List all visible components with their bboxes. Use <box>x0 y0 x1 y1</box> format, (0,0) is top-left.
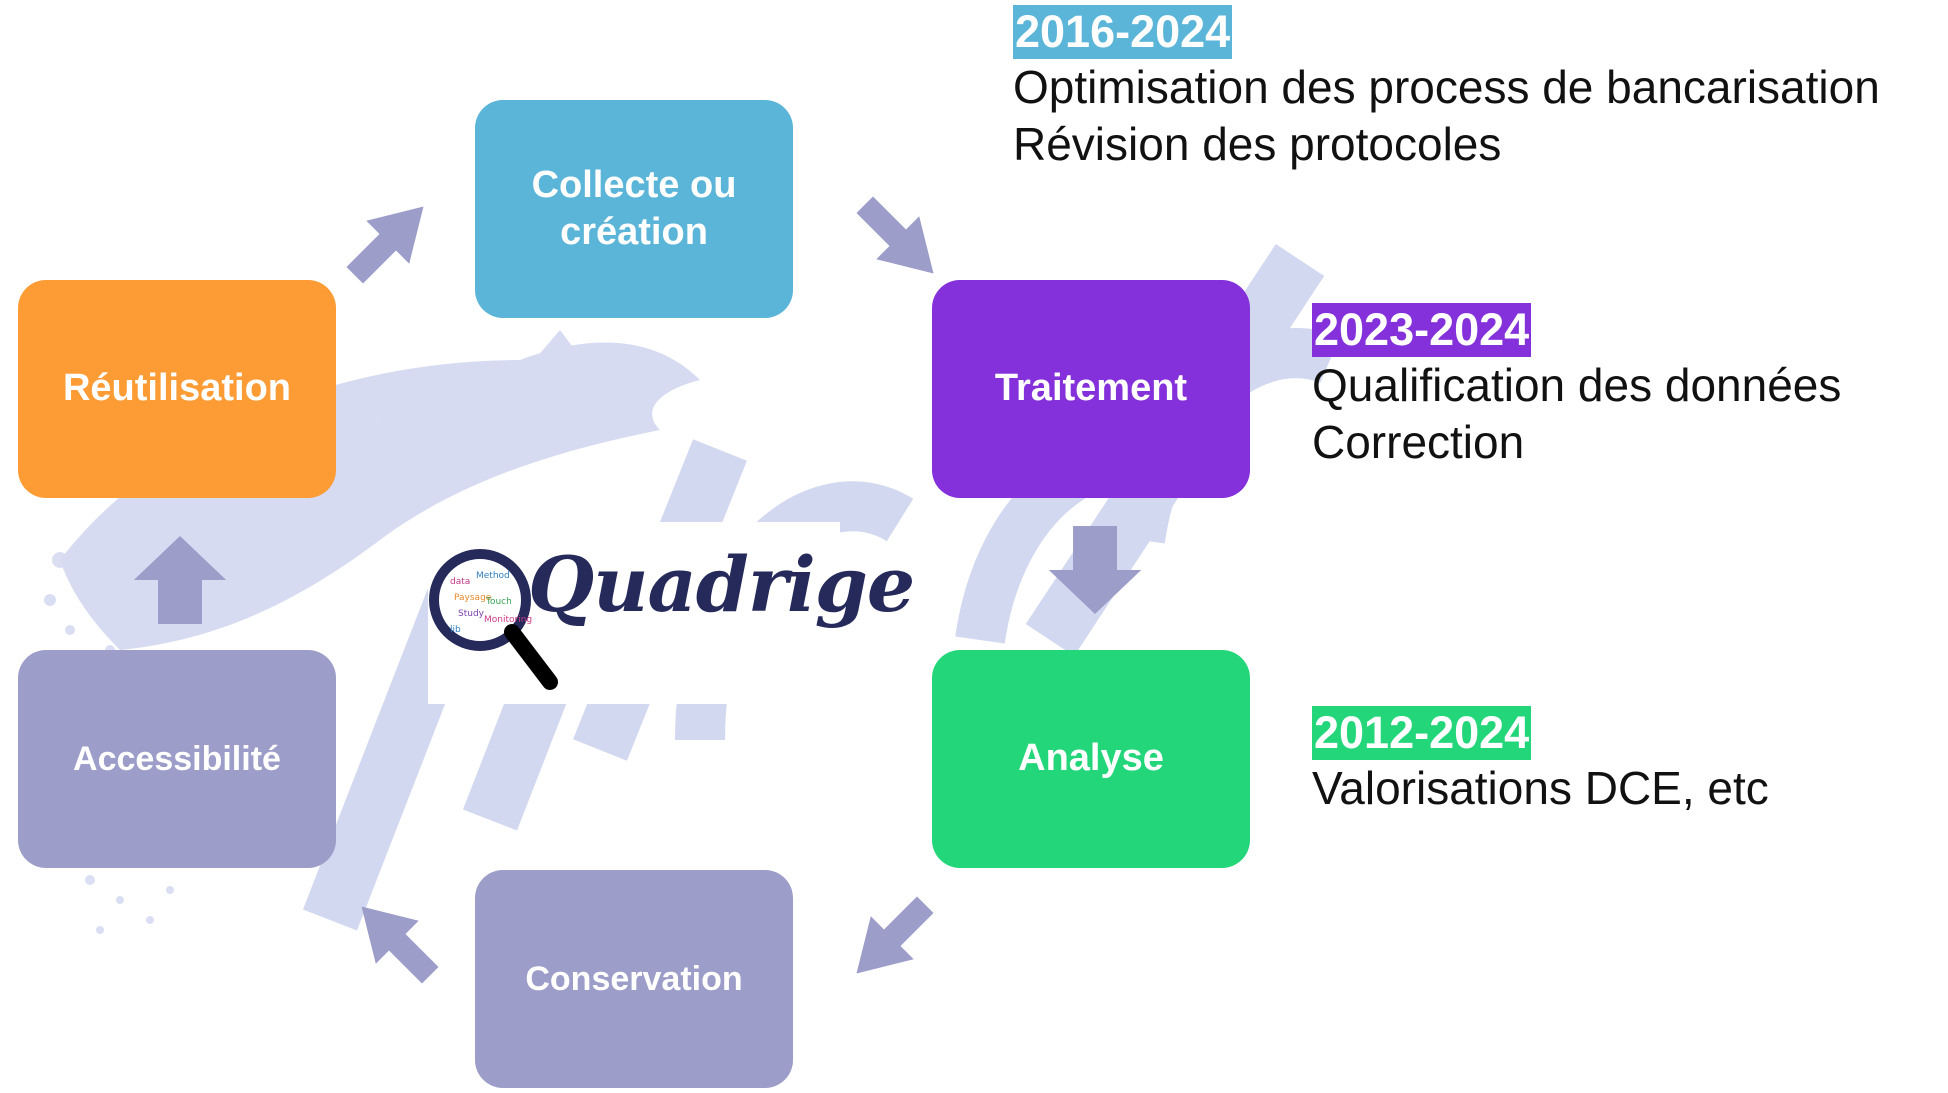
arrow-collecte-to-traitement <box>840 180 950 290</box>
logo-text: Quadrige <box>528 540 915 629</box>
note-analyse-line-1: Valorisations DCE, etc <box>1312 762 1769 814</box>
note-collecte-years: 2016-2024 <box>1013 5 1233 59</box>
quadrige-logo: data Method Paysage Touch Study Monitori… <box>428 522 915 704</box>
svg-text:Study: Study <box>458 609 485 619</box>
note-collecte-line-1: Optimisation des process de bancarisatio… <box>1013 61 1880 113</box>
note-collecte-line-2: Révision des protocoles <box>1013 118 1502 170</box>
svg-text:Monitoring: Monitoring <box>484 615 532 625</box>
traitement-node: Traitement <box>932 280 1250 498</box>
conservation-node: Conservation <box>475 870 793 1088</box>
arrow-analyse-to-conservation <box>840 880 950 990</box>
note-traitement: 2023-2024 Qualification des données Corr… <box>1312 303 1841 471</box>
arrow-traitement-to-analyse <box>1040 515 1150 625</box>
collecte-node: Collecte ou création <box>475 100 793 318</box>
arrow-reutilisation-to-collecte <box>330 190 440 300</box>
arrow-accessibilite-to-reutilisation <box>125 525 235 635</box>
svg-text:data: data <box>450 577 470 587</box>
svg-text:lib: lib <box>450 625 461 635</box>
reutilisation-node: Réutilisation <box>18 280 336 498</box>
accessibilite-node: Accessibilité <box>18 650 336 868</box>
svg-text:Touch: Touch <box>485 597 512 607</box>
note-traitement-line-2: Correction <box>1312 416 1525 468</box>
note-analyse: 2012-2024 Valorisations DCE, etc <box>1312 706 1769 817</box>
note-traitement-line-1: Qualification des données <box>1312 359 1842 411</box>
arrow-conservation-to-accessibilite <box>345 890 455 1000</box>
svg-text:Paysage: Paysage <box>454 593 492 603</box>
note-collecte: 2016-2024 Optimisation des process de ba… <box>1013 5 1880 173</box>
note-analyse-years: 2012-2024 <box>1312 706 1532 760</box>
analyse-node: Analyse <box>932 650 1250 868</box>
note-traitement-years: 2023-2024 <box>1312 303 1532 357</box>
svg-text:Method: Method <box>476 571 510 581</box>
